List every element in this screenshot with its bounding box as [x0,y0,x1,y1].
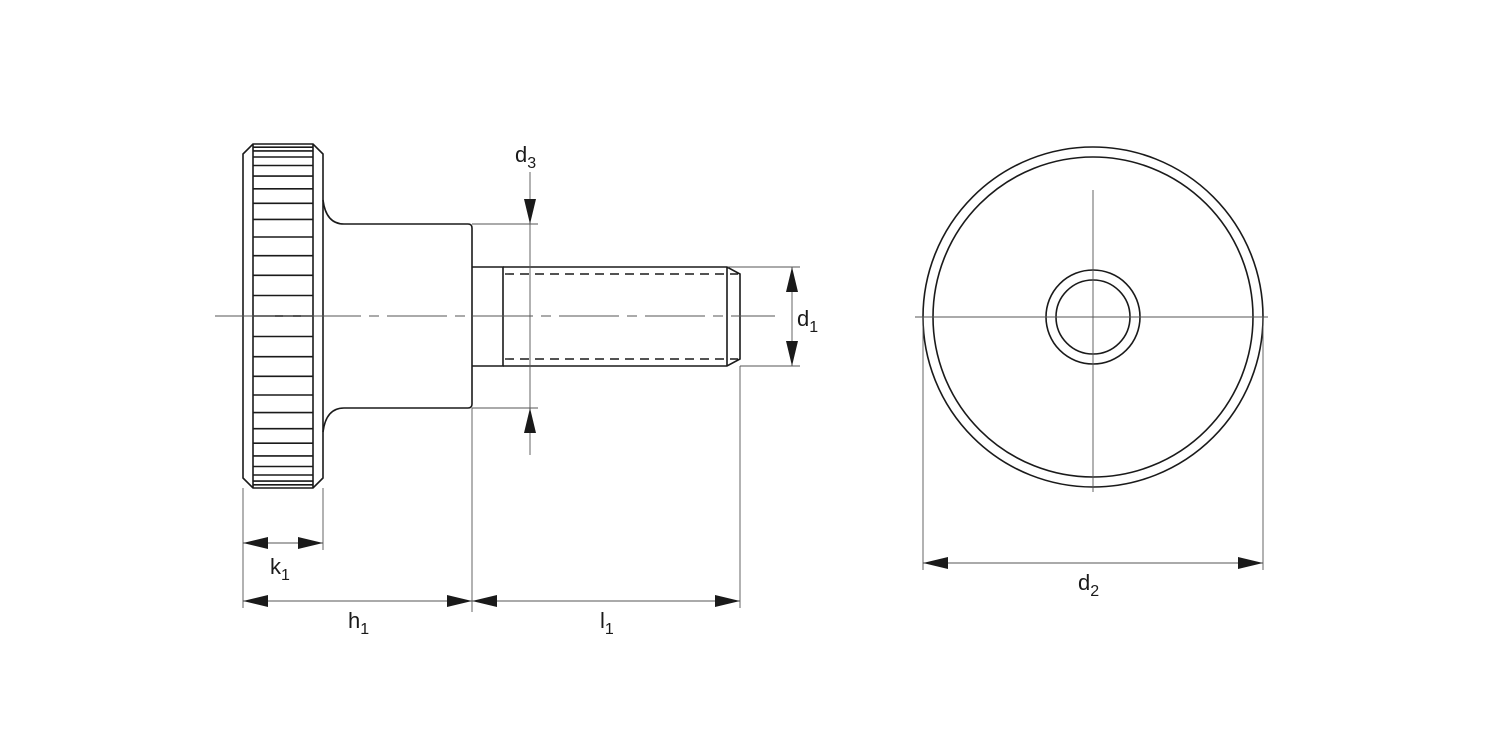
dimension-d3: d3 [515,142,536,455]
dimension-d1: d1 [786,267,818,366]
svg-text:d2: d2 [1078,570,1099,600]
svg-text:d1: d1 [797,306,818,336]
extension-lines [242,223,800,612]
svg-text:d3: d3 [515,142,536,172]
knurl-lines [253,146,313,486]
svg-text:l1: l1 [600,608,614,638]
dimension-h1: h1 [243,595,472,638]
dimension-d2: d2 [922,317,1264,600]
side-view [215,143,775,489]
dimension-l1: l1 [472,595,740,638]
svg-text:h1: h1 [348,608,369,638]
dimension-k1: k1 [243,537,323,584]
thread-outline [503,266,741,367]
collar-outline [322,199,473,433]
svg-text:k1: k1 [270,554,290,584]
front-view [915,146,1268,492]
neck-outline [472,266,504,367]
